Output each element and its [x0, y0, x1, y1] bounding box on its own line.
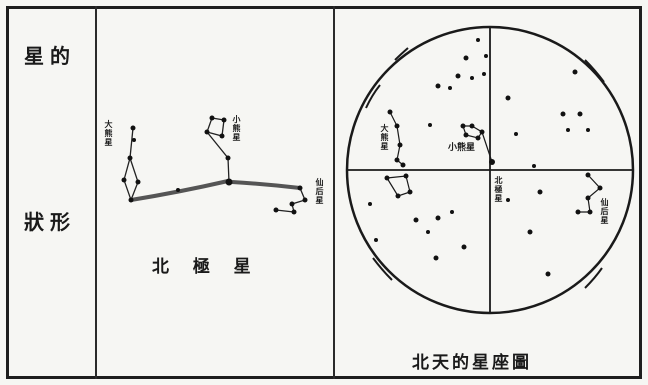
- star: [130, 125, 136, 131]
- star: [176, 188, 180, 192]
- star: [127, 155, 133, 161]
- map-label-polaris: 北極星: [494, 175, 503, 203]
- label-cassiopeia: 仙后星: [315, 177, 324, 205]
- star: [289, 201, 295, 207]
- side-title-line2: 狀形: [24, 210, 76, 234]
- star: [302, 197, 308, 203]
- star: [128, 197, 134, 203]
- side-title-line1: 星的: [24, 44, 76, 68]
- star: [219, 133, 225, 139]
- star: [221, 117, 227, 123]
- star: [204, 129, 210, 135]
- caption-north-sky-map: 北天的星座圖: [412, 353, 532, 373]
- map-label-cassiopeia: 仙后星: [600, 197, 609, 225]
- cassiopeia-lines: [275, 187, 306, 213]
- star: [132, 138, 136, 142]
- polaris-star: [225, 178, 233, 186]
- star: [225, 155, 231, 161]
- star: [209, 115, 215, 121]
- star: [297, 185, 303, 191]
- page-frame: [6, 6, 642, 379]
- map-label-ursa-minor: 小熊星: [448, 143, 476, 153]
- pointer-arc-left: [130, 179, 229, 202]
- label-ursa-major: 大熊星: [104, 119, 113, 147]
- star: [121, 177, 127, 183]
- star: [291, 209, 297, 215]
- star-map: [345, 25, 635, 315]
- ursa-major-lines: [123, 127, 139, 202]
- ursa-minor-lines: [205, 117, 230, 183]
- star: [273, 207, 279, 213]
- caption-polaris: 北 極 星: [152, 257, 255, 277]
- label-ursa-minor: 小熊星: [232, 114, 241, 142]
- divider-right: [333, 6, 335, 379]
- divider-left: [95, 6, 97, 379]
- pointer-arc-right: [231, 180, 301, 190]
- star: [135, 179, 141, 185]
- map-label-ursa-major: 大熊星: [380, 123, 389, 151]
